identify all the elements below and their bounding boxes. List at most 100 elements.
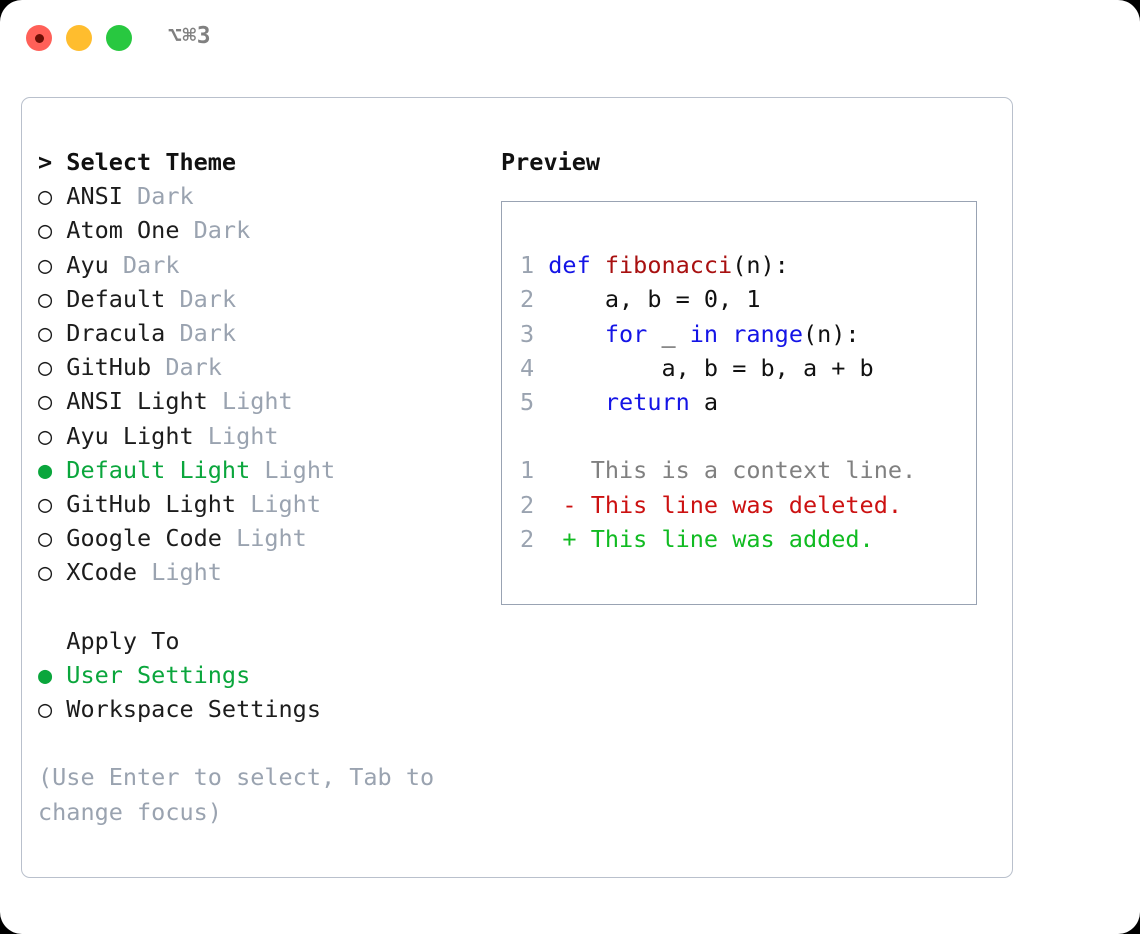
code-token-plain: _ — [647, 319, 690, 348]
code-diff-separator — [520, 419, 976, 453]
line-number: 2 — [520, 285, 535, 314]
theme-option-google-code[interactable]: ○ Google Code Light — [38, 521, 488, 555]
line-number: 5 — [520, 387, 535, 416]
radio-unselected-icon: ○ — [38, 216, 53, 245]
theme-option-tag: Dark — [179, 318, 237, 347]
code-line: 3 for _ in range(n): — [520, 317, 976, 351]
radio-unselected-icon: ○ — [38, 182, 53, 211]
radio-unselected-icon: ○ — [38, 250, 53, 279]
keyboard-hint-text: (Use Enter to select, Tab to change focu… — [38, 763, 449, 826]
diff-line-context: 1 This is a context line. — [520, 453, 976, 487]
theme-option-github-light[interactable]: ○ GitHub Light Light — [38, 487, 488, 521]
code-token-plain — [548, 388, 605, 416]
preview-code-box: 1 def fibonacci(n): 2 a, b = 0, 1 3 for _… — [501, 201, 977, 606]
line-number: 3 — [520, 319, 535, 348]
theme-option-label: GitHub Light — [66, 489, 237, 518]
theme-option-tag: Dark — [165, 353, 222, 382]
radio-unselected-icon: ○ — [38, 558, 53, 587]
line-number: 1 — [520, 251, 535, 280]
code-token-keyword: in — [689, 319, 719, 348]
diff-line-added: 2 + This line was added. — [520, 522, 976, 556]
line-number: 2 — [520, 490, 535, 519]
window-controls — [26, 25, 132, 51]
theme-option-ansi-dark[interactable]: ○ ANSI Dark — [38, 179, 488, 213]
code-token-plain: a — [689, 387, 719, 416]
theme-option-xcode[interactable]: ○ XCode Light — [38, 555, 488, 589]
code-token-plain: a, b = 0, 1 — [548, 285, 761, 314]
radio-unselected-icon: ○ — [38, 524, 53, 553]
minimize-button[interactable] — [66, 25, 92, 51]
code-line: 1 def fibonacci(n): — [520, 248, 976, 282]
theme-option-label: ANSI — [66, 182, 123, 211]
code-line: 4 a, b = b, a + b — [520, 351, 976, 385]
theme-option-tag: Dark — [122, 250, 180, 279]
code-token-plain — [548, 320, 605, 348]
diff-context-text: This is a context line. — [548, 456, 917, 485]
theme-option-label: Ayu — [66, 250, 109, 279]
theme-option-label: Google Code — [66, 524, 222, 553]
theme-option-label: Dracula — [66, 318, 166, 347]
theme-option-label: Default — [66, 284, 166, 313]
theme-option-dracula-dark[interactable]: ○ Dracula Dark — [38, 316, 488, 350]
title-bar: ⌥⌘3 — [0, 0, 1140, 76]
keyboard-shortcut-label: ⌥⌘3 — [168, 23, 212, 49]
code-token-keyword: def — [548, 251, 605, 280]
theme-option-github-dark[interactable]: ○ GitHub Dark — [38, 350, 488, 384]
theme-option-tag: Dark — [179, 284, 237, 313]
line-number: 2 — [520, 524, 535, 553]
code-token-builtin: range — [732, 319, 803, 348]
close-button[interactable] — [26, 25, 52, 51]
radio-unselected-icon: ○ — [38, 353, 53, 382]
theme-option-tag: Light — [207, 421, 279, 450]
select-theme-heading: > Select Theme — [38, 145, 488, 179]
zoom-button[interactable] — [106, 25, 132, 51]
code-token-function: fibonacci — [604, 251, 733, 280]
theme-option-tag: Light — [264, 455, 336, 484]
line-number: 4 — [520, 353, 535, 382]
theme-option-default-dark[interactable]: ○ Default Dark — [38, 282, 488, 316]
selection-column: > Select Theme ○ ANSI Dark ○ Atom One Da… — [38, 145, 488, 829]
apply-option-workspace-settings[interactable]: ○ Workspace Settings — [38, 692, 488, 726]
code-token-keyword: for — [604, 319, 648, 348]
theme-option-label: Default Light — [66, 455, 251, 484]
theme-option-default-light[interactable]: ● Default Light Light — [38, 453, 488, 487]
theme-option-ayu-dark[interactable]: ○ Ayu Dark — [38, 248, 488, 282]
radio-unselected-icon: ○ — [38, 284, 53, 313]
hint-spacer — [38, 726, 488, 760]
code-token-plain — [718, 320, 732, 348]
code-line: 5 return a — [520, 385, 976, 419]
radio-unselected-icon: ○ — [38, 318, 53, 347]
code-token-plain: a, b = b, a + b — [548, 353, 874, 382]
theme-option-label: ANSI Light — [66, 387, 208, 416]
line-number: 1 — [520, 456, 535, 485]
preview-heading: Preview — [501, 148, 601, 176]
section-spacer — [38, 589, 488, 623]
diff-deleted-text: - This line was deleted. — [548, 490, 902, 519]
theme-picker-panel: > Select Theme ○ ANSI Dark ○ Atom One Da… — [21, 97, 1013, 878]
focus-caret-icon: > — [38, 148, 53, 176]
theme-option-tag: Light — [250, 489, 321, 518]
radio-unselected-icon: ○ — [38, 695, 53, 723]
code-token-plain: (n): — [732, 251, 789, 280]
radio-unselected-icon: ○ — [38, 421, 53, 450]
diff-added-text: + This line was added. — [548, 524, 874, 553]
radio-unselected-icon: ○ — [38, 387, 53, 416]
apply-option-label: User Settings — [66, 660, 251, 689]
radio-selected-icon: ● — [38, 660, 53, 689]
select-theme-heading-label: Select Theme — [66, 148, 237, 176]
theme-option-tag: Light — [151, 558, 222, 587]
apply-option-label: Workspace Settings — [66, 695, 321, 723]
theme-option-tag: Dark — [137, 182, 194, 211]
theme-option-label: XCode — [66, 558, 138, 587]
preview-column: Preview 1 def fibonacci(n): 2 a, b = 0, 1… — [501, 145, 991, 606]
theme-option-ayu-light[interactable]: ○ Ayu Light Light — [38, 419, 488, 453]
radio-unselected-icon: ○ — [38, 489, 53, 518]
code-token-keyword: return — [604, 387, 690, 416]
theme-option-ansi-light[interactable]: ○ ANSI Light Light — [38, 384, 488, 418]
theme-option-atom-one-dark[interactable]: ○ Atom One Dark — [38, 213, 488, 247]
apply-to-heading-label: Apply To — [66, 626, 180, 655]
theme-option-tag: Dark — [193, 216, 251, 245]
theme-option-label: Ayu Light — [66, 421, 194, 450]
apply-option-user-settings[interactable]: ● User Settings — [38, 658, 488, 692]
